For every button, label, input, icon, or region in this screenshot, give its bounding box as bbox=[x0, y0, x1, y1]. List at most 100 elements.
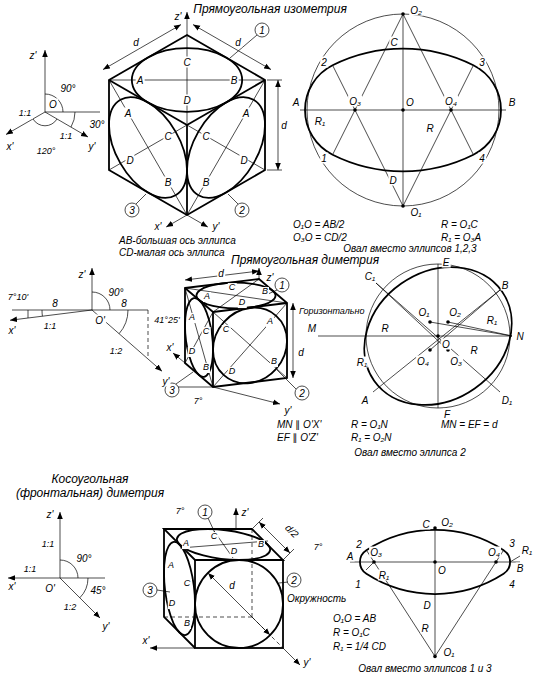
drawing-label: Овал вместо эллипсов 1 и 3 bbox=[357, 663, 492, 674]
drawing-label: z' bbox=[174, 11, 183, 22]
oblique-cube bbox=[143, 505, 301, 665]
drawing-label: d/2 bbox=[282, 521, 301, 540]
drawing-label: O₂ bbox=[440, 517, 454, 528]
drawing-label: d bbox=[228, 580, 236, 591]
drawing-label: x' bbox=[142, 635, 151, 646]
drawing-label: A bbox=[361, 395, 370, 406]
drawing-label: 4 bbox=[508, 579, 516, 590]
drawing-label: R bbox=[420, 623, 429, 634]
callout-number: 1 bbox=[201, 507, 209, 518]
drawing-label: d bbox=[234, 37, 242, 48]
drawing-label: Овал вместо эллипсов 1,2,3 bbox=[342, 243, 477, 254]
drawing-label: y' bbox=[284, 405, 293, 416]
drawing-label: R₁ = O₃A bbox=[440, 232, 482, 243]
drawing-label: O₁ bbox=[443, 647, 456, 658]
callout-number: 1 bbox=[278, 280, 286, 291]
drawing-label: C bbox=[202, 327, 211, 337]
drawing-label: C bbox=[182, 57, 191, 68]
drawing-label: D bbox=[422, 600, 431, 611]
drawing-label: O₂ bbox=[409, 5, 423, 16]
drawing-label: Овал вместо эллипса 2 bbox=[353, 447, 466, 458]
drawing-label: D bbox=[182, 95, 191, 106]
drawing-label: 2 bbox=[355, 539, 363, 550]
drawing-label: 1:1 bbox=[18, 109, 33, 119]
drawing-label: 1:1 bbox=[43, 322, 58, 332]
drawing-label: 7°10' bbox=[7, 293, 29, 303]
drawing-label: B bbox=[270, 357, 278, 367]
drawing-label: O₃O = CD/2 bbox=[292, 232, 348, 243]
drawing-label: 1 bbox=[320, 153, 328, 164]
callout-number: 3 bbox=[146, 585, 154, 596]
drawing-label: D bbox=[228, 367, 237, 377]
drawing-label: B bbox=[183, 619, 191, 629]
oblique-axes bbox=[8, 512, 105, 618]
drawing-label: A bbox=[346, 551, 355, 562]
drawing-label: Окружность bbox=[286, 593, 347, 604]
drawing-label: 7° bbox=[193, 397, 204, 407]
drawing-label: z' bbox=[241, 507, 250, 518]
drawing-label: A bbox=[292, 97, 301, 108]
drawing-label: d bbox=[280, 120, 288, 131]
drawing-label: R₁ bbox=[314, 116, 326, 127]
drawing-label: EF ∥ O'Z' bbox=[276, 432, 319, 443]
drawing-label: AB-большая ось эллипса bbox=[118, 235, 237, 246]
drawing-label: y' bbox=[102, 621, 111, 632]
drawing-label: D bbox=[188, 347, 197, 357]
callout-number: 2 bbox=[238, 205, 246, 216]
drawing-label: 90° bbox=[59, 83, 76, 94]
dimetric-oval-construction bbox=[318, 239, 538, 433]
drawing-label: d bbox=[217, 268, 225, 279]
drawing-label: 3 bbox=[478, 57, 486, 68]
callout-number: 2 bbox=[298, 388, 306, 399]
drawing-label: R₁ = 1/4 CD bbox=[332, 641, 387, 652]
drawing-label: 7° bbox=[313, 543, 324, 553]
drawing-label: D bbox=[168, 599, 177, 609]
drawing-label: 4 bbox=[478, 153, 486, 164]
drawing-label: D₁ bbox=[501, 395, 513, 406]
section-heading: Прямоугольная диметрия bbox=[230, 254, 380, 267]
drawing-label: O₄ bbox=[444, 96, 458, 107]
drawing-label: 1:2 bbox=[109, 347, 124, 357]
drawing-label: 1 bbox=[354, 579, 362, 590]
drawing-label: z' bbox=[29, 50, 38, 61]
drawing-label: C₁ bbox=[364, 271, 376, 282]
dimetric-cube bbox=[165, 268, 309, 404]
drawing-label: B bbox=[508, 97, 517, 108]
drawing-label: CD-малая ось эллипса bbox=[118, 247, 226, 258]
drawing-label: E bbox=[442, 257, 451, 268]
oblique-oval-construction bbox=[350, 526, 520, 658]
callout-number: 1 bbox=[258, 25, 266, 36]
drawing-label: 8 bbox=[120, 298, 128, 309]
drawing-label: O bbox=[405, 97, 415, 108]
drawing-label: R bbox=[425, 123, 434, 134]
drawing-label: O bbox=[48, 99, 58, 110]
drawing-label: x' bbox=[166, 342, 175, 353]
drawing-label: O bbox=[441, 339, 451, 350]
drawing-label: O' bbox=[44, 583, 56, 594]
drawing-label: R₁ bbox=[486, 315, 498, 326]
drawing-label: A bbox=[242, 108, 251, 119]
drawing-label: C bbox=[222, 325, 231, 335]
drawing-label: D bbox=[388, 175, 397, 186]
drawing-label: B bbox=[516, 563, 525, 574]
drawing-label: B bbox=[261, 287, 269, 297]
drawing-label: D bbox=[125, 155, 134, 166]
drawing-label: 120° bbox=[36, 147, 57, 157]
drawing-label: D bbox=[230, 547, 239, 557]
drawing-label: R = O₁C bbox=[332, 627, 371, 638]
drawing-label: A bbox=[182, 539, 190, 549]
drawing-label: x' bbox=[6, 141, 15, 152]
drawing-label: D bbox=[239, 155, 248, 166]
section-heading: (фронтальная) диметрия bbox=[15, 487, 165, 500]
drawing-label: 90° bbox=[107, 287, 124, 298]
drawing-label: 90° bbox=[75, 553, 92, 564]
drawing-label: 1:1 bbox=[23, 565, 38, 575]
drawing-label: O₄ bbox=[416, 356, 430, 367]
callout-number: 3 bbox=[128, 205, 136, 216]
drawing-label: O₃ bbox=[348, 96, 362, 107]
drawing-label: C bbox=[163, 131, 172, 142]
drawing-label: A bbox=[188, 313, 196, 323]
drawing-label: A bbox=[203, 292, 211, 302]
drawing-label: R₁ bbox=[378, 570, 390, 581]
